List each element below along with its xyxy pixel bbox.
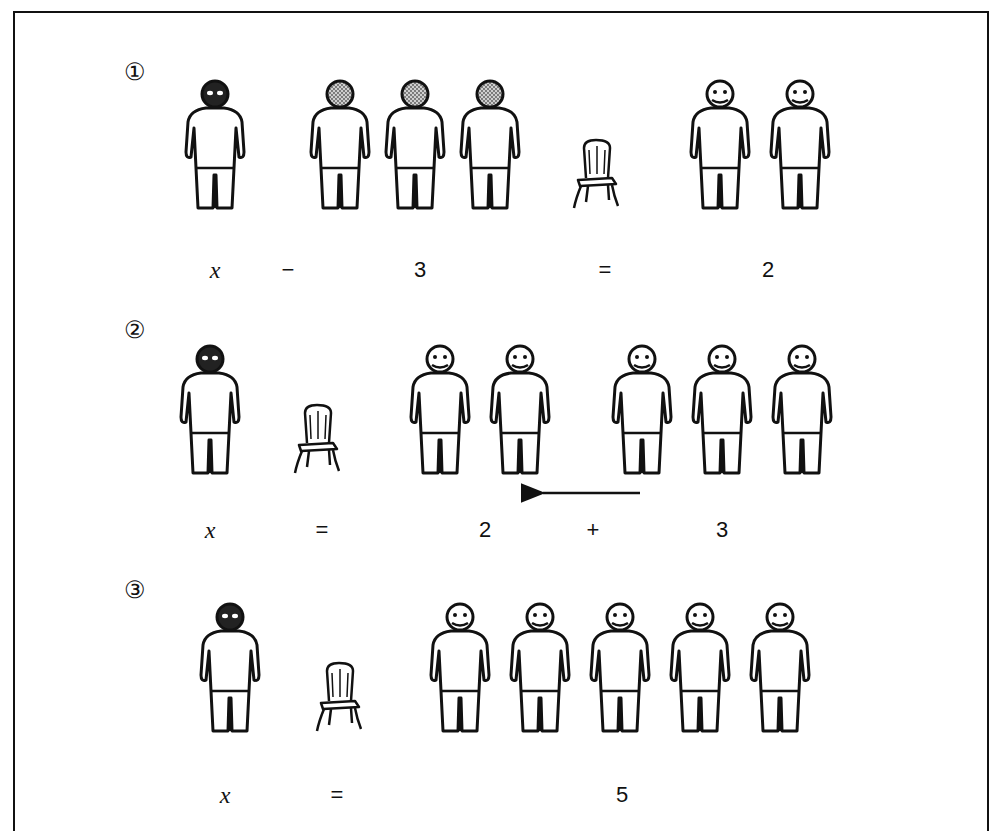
operator: +: [587, 519, 600, 541]
step-number: ①: [124, 60, 146, 84]
number: 2: [762, 259, 774, 281]
number: 2: [479, 519, 491, 541]
variable: x: [205, 518, 216, 542]
move-arrow: [543, 492, 640, 495]
number: 5: [616, 784, 628, 806]
operator: −: [282, 259, 295, 281]
step-number: ②: [124, 318, 146, 342]
frame: [14, 12, 988, 831]
number: 3: [414, 259, 426, 281]
operator: =: [599, 259, 612, 281]
number: 3: [716, 519, 728, 541]
step-number: ③: [124, 578, 146, 602]
operator: =: [316, 519, 329, 541]
variable: x: [220, 783, 231, 807]
operator: =: [331, 784, 344, 806]
variable: x: [210, 258, 221, 282]
